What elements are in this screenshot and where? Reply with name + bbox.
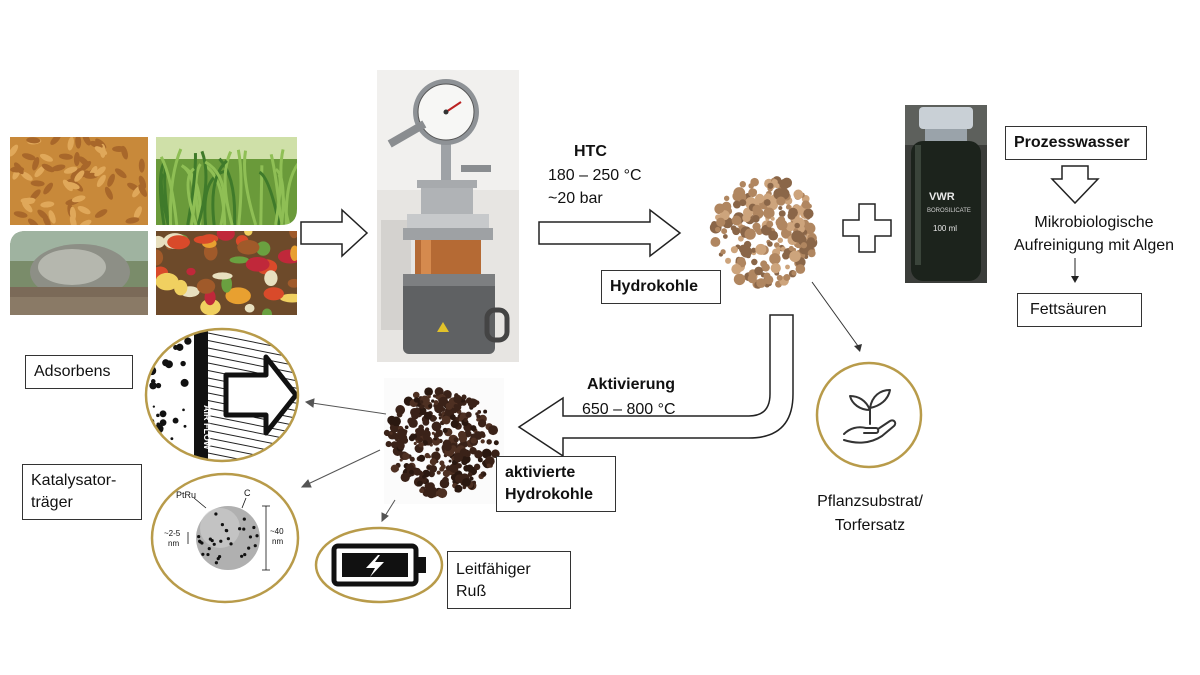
corn-field-photo <box>156 137 297 225</box>
biomass-collage-graphic <box>10 137 297 315</box>
bottle-brand: VWR <box>929 191 955 203</box>
food-waste-photo <box>156 231 297 315</box>
plant-substrate-circle <box>815 361 923 469</box>
catalyst-c: C <box>244 488 251 498</box>
battery-charging-icon <box>331 543 426 587</box>
activated-line-1: aktivierte <box>505 464 576 481</box>
air-flow-text: AIR FLOW <box>202 405 212 450</box>
catalyst-small-size: ~2-5 <box>164 529 181 538</box>
catalyst-ptru: PtRu <box>176 490 196 500</box>
fettsaeuren-label: Fettsäuren <box>1017 293 1142 327</box>
katalysator-label: Katalysator- träger <box>22 464 142 520</box>
process-water-bottle-photo: VWR BOROSILICATE 100 ml <box>905 105 987 283</box>
plus-icon <box>842 203 892 253</box>
russ-line-1: Leitfähiger <box>456 561 531 578</box>
arrow-to-algae <box>1050 165 1100 205</box>
adsorbens-label: Adsorbens <box>25 355 133 389</box>
reactor-graphic <box>377 70 519 362</box>
prozesswasser-label: Prozesswasser <box>1005 126 1147 160</box>
htc-pressure: ~20 bar <box>548 190 603 207</box>
arrow-htc <box>538 208 682 258</box>
catalyst-large-unit: nm <box>272 537 283 546</box>
biomass-collage <box>10 137 297 315</box>
katalysator-line-2: träger <box>31 494 73 511</box>
battery-illustration <box>314 526 444 604</box>
catalyst-small-unit: nm <box>168 539 179 548</box>
grain-photo <box>10 137 148 225</box>
aktivierung-title: Aktivierung <box>587 376 676 393</box>
arrow-to-plant-substrate <box>811 281 862 352</box>
leitfaehiger-russ-label: Leitfähiger Ruß <box>447 551 571 609</box>
plant-in-hand-icon <box>843 389 897 444</box>
bottle-type: BOROSILICATE <box>927 208 971 214</box>
hydrokohle-label: Hydrokohle <box>601 270 721 304</box>
russ-line-2: Ruß <box>456 583 487 600</box>
katalysator-line-1: Katalysator- <box>31 472 117 489</box>
catalyst-large-size: ~40 <box>270 527 284 536</box>
activated-line-2: Hydrokohle <box>505 486 594 503</box>
htc-reactor-photo <box>377 70 519 362</box>
htc-title: HTC <box>574 143 607 160</box>
aktivierung-temperature: 650 – 800 °C <box>582 401 676 418</box>
arrow-biomass-to-reactor <box>300 208 369 258</box>
adsorbens-illustration: AIR FLOW <box>144 327 300 463</box>
algae-line-1: Mikrobiologische <box>1034 214 1154 231</box>
algae-purification-label: Mikrobiologische Aufreinigung mit Algen <box>996 212 1192 256</box>
plant-substrate-label: Pflanzsubstrat/ Torfersatz <box>790 491 950 536</box>
aktivierte-hydrokohle-label: aktivierte Hydrokohle <box>496 456 616 512</box>
catalyst-illustration: PtRu C ~2-5 nm ~40 nm <box>150 472 300 604</box>
bottle-volume: 100 ml <box>933 224 957 233</box>
plant-line-2: Torfersatz <box>834 517 906 534</box>
straw-bale-photo <box>10 231 148 315</box>
plant-line-1: Pflanzsubstrat/ <box>817 493 923 510</box>
bottle-graphic: VWR BOROSILICATE 100 ml <box>905 105 987 283</box>
algae-line-2: Aufreinigung mit Algen <box>1013 237 1175 254</box>
htc-temperature: 180 – 250 °C <box>548 167 642 184</box>
hydrochar-photo <box>709 176 818 289</box>
activated-hydrochar-photo <box>383 378 504 504</box>
arrow-to-fettsaeuren <box>1071 258 1079 283</box>
